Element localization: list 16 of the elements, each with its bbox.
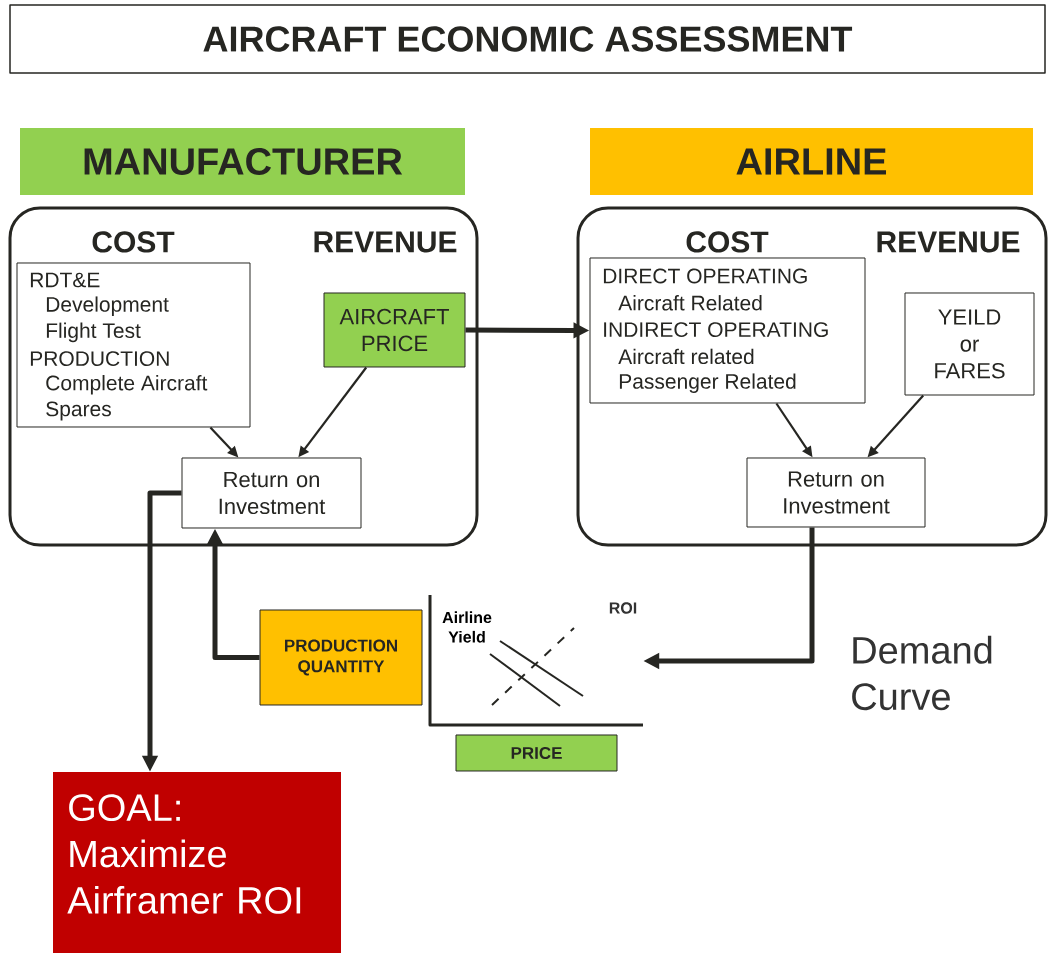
header-band: AIRLINE — [590, 128, 1033, 195]
cost-list-box: DIRECT OPERATING Aircraft Related INDIRECT OPERATING Aircraft related Passenger Related — [589, 257, 866, 404]
roi-box: Return on Investment — [181, 457, 362, 529]
goal-box: GOAL: Maximize Airframer ROI — [53, 772, 341, 953]
demand-chart-drawing — [428, 595, 643, 727]
curve-label: Airline Yield — [442, 611, 492, 643]
axis-label-box: PRICE — [455, 734, 618, 772]
curve-label: ROI — [609, 602, 637, 614]
title-box: AIRCRAFT ECONOMIC ASSESSMENT — [9, 4, 1046, 74]
quantity-box: PRODUCTION QUANTITY — [259, 609, 423, 706]
roi-box: Return on Investment — [746, 457, 926, 528]
price-box: AIRCRAFT PRICE — [323, 292, 466, 368]
demand-curve-label: Demand Curve — [852, 635, 992, 711]
cost-list-box: RDT&E Development Flight Test PRODUCTION Complete Aircraft Spares — [16, 262, 251, 428]
header-band: MANUFACTURER — [20, 128, 465, 195]
revenue-box: YEILD or FARES — [904, 292, 1035, 396]
